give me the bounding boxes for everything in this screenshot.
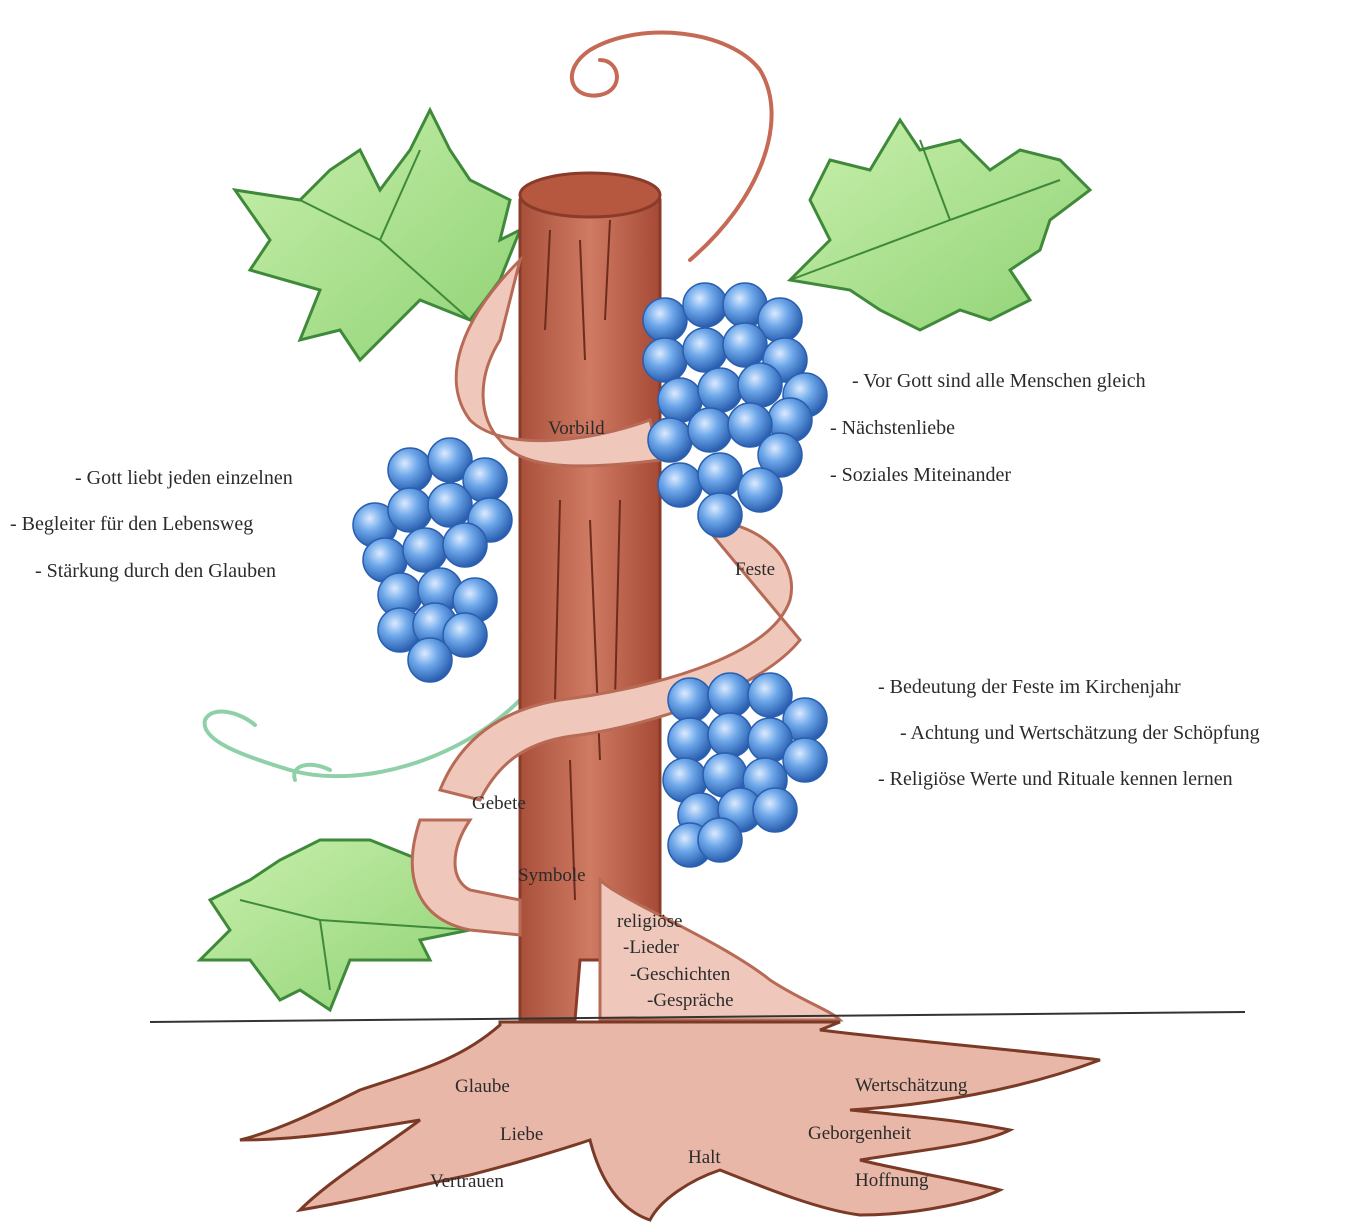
- leaf-top-right: [790, 120, 1090, 330]
- grape: [643, 338, 687, 382]
- left-notes: - Gott liebt jeden einzelnen - Begleiter…: [10, 467, 293, 582]
- grape: [698, 453, 742, 497]
- trunk-body: [520, 200, 660, 1020]
- grape: [683, 283, 727, 327]
- root-label-geborgenheit: Geborgenheit: [808, 1123, 912, 1144]
- grape: [443, 523, 487, 567]
- left-note-2: - Begleiter für den Lebensweg: [10, 513, 253, 535]
- grape-cluster-bottom-right: [663, 673, 827, 867]
- label-religioese: religiöse: [617, 911, 682, 932]
- grape: [668, 718, 712, 762]
- root-label-liebe: Liebe: [500, 1124, 543, 1145]
- right-top-note-2: - Nächstenliebe: [830, 417, 955, 439]
- label-gespraeche: -Gespräche: [647, 990, 734, 1011]
- label-gebete: Gebete: [472, 793, 526, 814]
- grape: [708, 713, 752, 757]
- grape: [403, 528, 447, 572]
- roots: [240, 1022, 1100, 1220]
- root-system: [240, 1022, 1100, 1220]
- root-label-glaube: Glaube: [455, 1076, 510, 1097]
- root-label-halt: Halt: [688, 1147, 721, 1168]
- right-bottom-note-3: - Religiöse Werte und Rituale kennen ler…: [878, 768, 1233, 790]
- right-bottom-note-2: - Achtung und Wertschätzung der Schöpfun…: [900, 722, 1260, 744]
- grape: [783, 738, 827, 782]
- left-note-3: - Stärkung durch den Glauben: [35, 560, 276, 582]
- label-vorbild: Vorbild: [548, 418, 605, 439]
- left-note-1: - Gott liebt jeden einzelnen: [75, 467, 293, 489]
- grape-cluster-top-right: [643, 283, 827, 537]
- root-label-wertschaetzung: Wertschätzung: [855, 1075, 968, 1096]
- grape: [698, 493, 742, 537]
- label-lieder: -Lieder: [623, 937, 680, 958]
- label-symbole: Symbole: [518, 865, 586, 886]
- grape: [408, 638, 452, 682]
- grape: [658, 463, 702, 507]
- grape: [738, 468, 782, 512]
- grape: [388, 448, 432, 492]
- trunk: [520, 173, 660, 1020]
- grape: [723, 323, 767, 367]
- trunk-top: [520, 173, 660, 217]
- right-bottom-note-1: - Bedeutung der Feste im Kirchenjahr: [878, 676, 1181, 698]
- grape: [688, 408, 732, 452]
- grape: [698, 368, 742, 412]
- grape: [668, 678, 712, 722]
- root-label-vertrauen: Vertrauen: [430, 1171, 504, 1192]
- right-bottom-notes: - Bedeutung der Feste im Kirchenjahr - A…: [878, 676, 1260, 790]
- grape: [428, 483, 472, 527]
- label-feste: Feste: [735, 559, 775, 580]
- grape: [698, 818, 742, 862]
- right-top-note-3: - Soziales Miteinander: [830, 464, 1011, 486]
- right-top-notes: - Vor Gott sind alle Menschen gleich - N…: [830, 370, 1146, 486]
- grape: [388, 488, 432, 532]
- right-top-note-1: - Vor Gott sind alle Menschen gleich: [852, 370, 1146, 392]
- grape: [738, 363, 782, 407]
- grape: [753, 788, 797, 832]
- label-geschichten: -Geschichten: [630, 964, 731, 985]
- grape-cluster-left: [353, 438, 512, 682]
- grape: [683, 328, 727, 372]
- grape: [648, 418, 692, 462]
- grape: [708, 673, 752, 717]
- grape: [643, 298, 687, 342]
- root-label-hoffnung: Hoffnung: [855, 1170, 929, 1191]
